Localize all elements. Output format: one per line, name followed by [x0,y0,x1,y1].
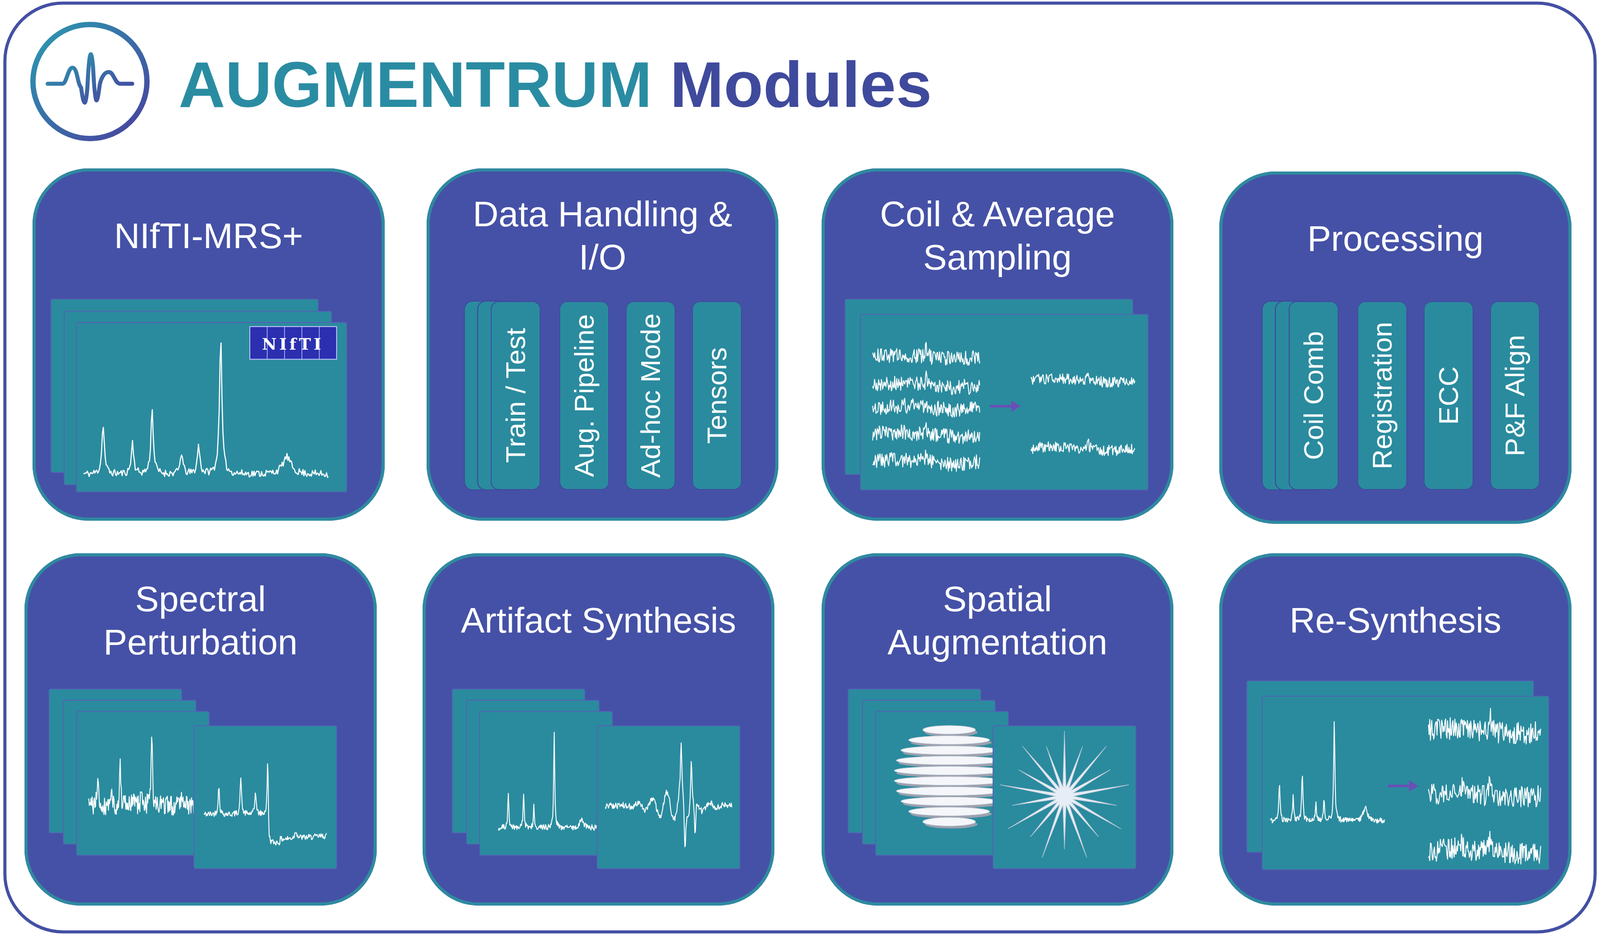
logo-ring [32,24,147,139]
signal-trace [872,450,980,472]
signal-trace [872,422,980,444]
panel [193,725,337,869]
panel [596,725,740,869]
sub-module-label: Aug. Pipeline [570,313,599,477]
module-title: Artifact Synthesis [460,598,737,643]
disc [900,745,998,755]
disc [900,796,998,806]
signal-trace [83,342,329,478]
disc [922,817,976,826]
module-box: Spatial Augmentation [821,553,1174,906]
sub-module-box: P&F Align [1490,301,1540,490]
sub-module-label: Registration [1368,321,1397,469]
disc [894,765,1004,775]
sub-module-box: Tensors [692,301,742,490]
module-box: Data Handling & I/O Train / Test Aug. Pipe… [426,168,779,521]
sub-module-label: Ad-hoc Mode [636,313,665,478]
sub-module-label: Coil Comb [1299,330,1328,460]
signal-trace [872,370,980,395]
module-title: Processing [1257,216,1534,261]
disc [896,755,1002,765]
illustration-group [48,688,337,869]
signal-trace [1030,372,1135,387]
module-title: NIfTI-MRS+ [70,214,347,258]
illustration-group [847,688,1136,869]
sub-module-box: Registration [1357,301,1408,490]
illustration-group [51,298,348,492]
module-title: Spectral Perturbation [62,577,339,664]
arrow-head [1011,400,1021,412]
panel [860,314,1149,490]
signal-trace [1428,830,1541,864]
sub-module-box: Ad-hoc Mode [625,301,676,490]
signal-trace [1428,776,1541,807]
sub-module-label: ECC [1434,366,1463,425]
module-box: ProcessingCoil Comb Registration ECC P&F Al… [1219,171,1572,524]
module-title: Spatial Augmentation [859,577,1136,664]
panel [76,711,210,855]
arrow [1387,784,1413,788]
sub-module-box: Train / Test [490,301,541,490]
disc [922,725,976,734]
disc [894,776,1004,785]
signal-trace [1270,721,1385,823]
signal-trace [88,736,201,815]
module-box: NIfTI-MRS+ NIfTI [32,168,385,521]
signal-trace [203,763,327,845]
panel [1262,696,1550,870]
arrow [989,404,1015,408]
title: AUGMENTRUM Modules [178,47,933,123]
module-title: Re-Synthesis [1257,598,1534,643]
module-title: Data Handling & I/O [464,192,741,280]
sub-module-label: P&F Align [1501,334,1529,456]
module-title: Coil & Average Sampling [859,192,1136,280]
signal-trace [605,742,732,847]
sub-module-box: ECC [1423,301,1474,490]
illustration-group [451,688,740,869]
module-box: Coil & Average Sampling [821,168,1174,521]
sub-module-box: Aug. Pipeline [559,301,610,490]
module-box: Artifact Synthesis [422,553,775,906]
sub-module-label: Tensors [703,346,731,444]
logo-text: NIfTI [261,335,324,352]
illustration-group [1246,680,1549,870]
panel [993,725,1136,869]
illustration-group [844,298,1149,490]
panel [76,322,347,492]
signal-trace [1428,708,1541,744]
logo-wave [47,54,133,103]
outer-frame [4,3,1596,932]
disc [896,786,1002,795]
disc [908,806,990,816]
module-box: Re-Synthesis [1219,553,1572,906]
module-box: Spectral Perturbation [24,553,377,906]
logo-cubes [249,326,337,359]
signal-trace [872,398,980,418]
disc [908,735,990,745]
panel [875,711,1009,855]
signal-trace [497,732,600,831]
signal-trace [872,342,980,366]
arrow-head [1408,780,1419,792]
sub-module-box: Coil Comb [1288,301,1339,490]
signal-trace [1030,439,1135,456]
panel [479,711,613,855]
sub-module-label: Train / Test [501,327,530,463]
radial-star [1000,730,1129,858]
